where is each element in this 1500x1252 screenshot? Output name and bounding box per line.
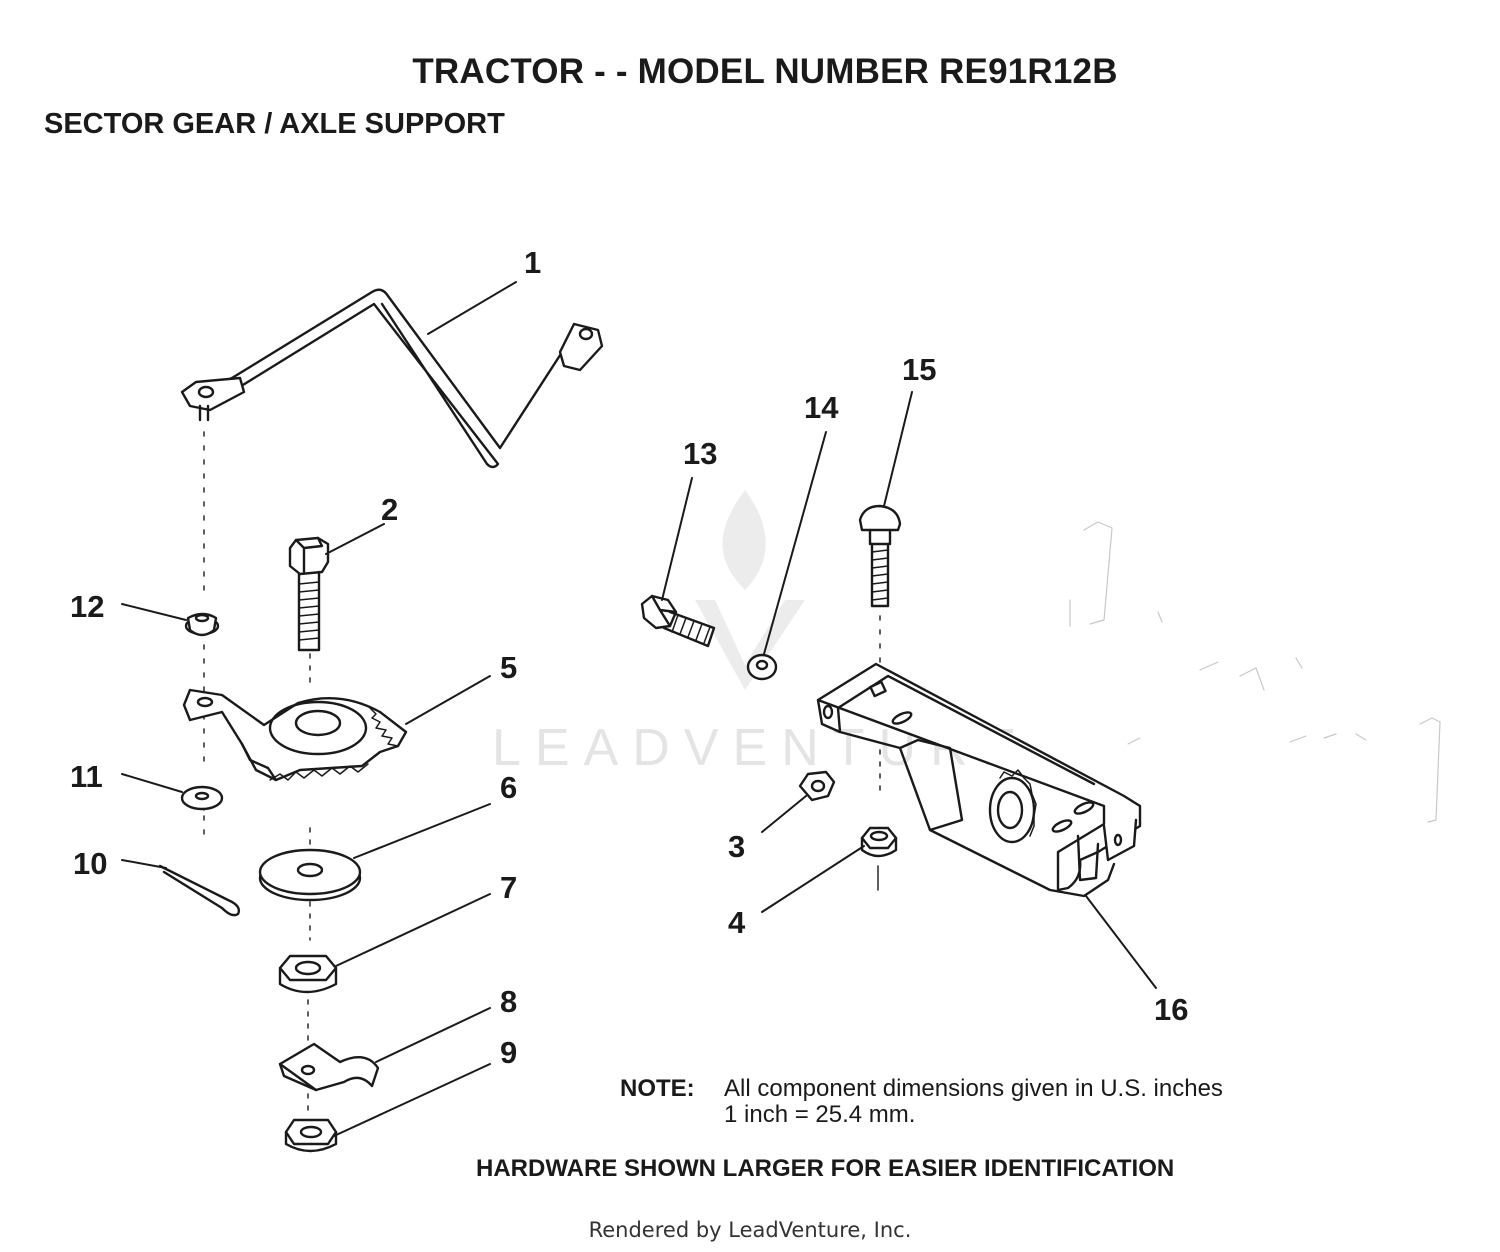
callout-labels: 1 2 3 4 5 6 7 8 9 10 11 12 13 14 15 16 [70, 245, 1188, 1070]
callout-12: 12 [70, 589, 104, 624]
note-body: All component dimensions given in U.S. i… [724, 1076, 1223, 1128]
callout-3: 3 [728, 829, 745, 864]
leader-6 [353, 803, 491, 859]
leader-5 [405, 675, 491, 725]
part-12-flange-nut [184, 612, 220, 771]
callout-1: 1 [524, 245, 541, 280]
leader-16 [1085, 895, 1157, 989]
part-5-sector-gear [182, 688, 408, 811]
hardware-notice: HARDWARE SHOWN LARGER FOR EASIER IDENTIF… [476, 1155, 1175, 1182]
part-16-axle-support [816, 662, 1142, 898]
part-15-carriage-bolt [858, 504, 902, 681]
callout-6: 6 [500, 770, 517, 805]
leader-4 [761, 845, 865, 913]
callout-11: 11 [70, 759, 103, 794]
callout-5: 5 [500, 650, 517, 685]
part-10-cotter-pin [158, 864, 241, 917]
leader-12 [121, 603, 187, 621]
leader-8 [375, 1007, 491, 1063]
watermark: LEADVENTURE [492, 490, 1016, 777]
callout-10: 10 [73, 846, 107, 881]
part-6-thick-washer [258, 827, 362, 941]
section-title: SECTOR GEAR / AXLE SUPPORT [44, 108, 505, 140]
leader-1 [427, 281, 517, 335]
page-title: TRACTOR - - MODEL NUMBER RE91R12B [412, 52, 1118, 91]
callout-14: 14 [804, 390, 839, 425]
watermark-v-icon [695, 600, 805, 690]
callout-8: 8 [500, 984, 517, 1019]
part-3-nut [798, 770, 836, 802]
callout-13: 13 [683, 436, 717, 471]
leader-lines [121, 281, 1157, 1137]
watermark-flame-icon [722, 490, 766, 590]
part-4-lock-nut [860, 826, 898, 891]
part-9-hex-nut [284, 1118, 338, 1153]
leader-3 [761, 795, 807, 833]
callout-16: 16 [1154, 992, 1188, 1027]
note-line-2: 1 inch = 25.4 mm. [724, 1101, 916, 1128]
leader-11 [121, 773, 183, 793]
part-1-drag-link [180, 288, 604, 601]
note-label: NOTE: [620, 1075, 695, 1102]
callout-4: 4 [728, 905, 746, 940]
callout-7: 7 [500, 870, 517, 905]
part-13-bolt [640, 594, 716, 648]
dimension-note: NOTE: All component dimensions given in … [620, 1076, 1223, 1128]
part-14-washer [746, 653, 778, 681]
footer-credit: Rendered by LeadVenture, Inc. [588, 1218, 912, 1242]
leader-14 [763, 431, 827, 655]
callout-2: 2 [381, 492, 398, 527]
callout-9: 9 [500, 1035, 517, 1070]
part-2-bolt [288, 536, 330, 691]
leader-9 [333, 1063, 491, 1137]
callout-15: 15 [902, 352, 936, 387]
leader-15 [883, 391, 913, 507]
leader-13 [661, 477, 693, 601]
part-7-hex-nut [278, 954, 338, 1041]
part-11-washer [180, 785, 224, 841]
leader-10 [121, 859, 167, 869]
part-8-clamp [278, 1042, 380, 1117]
note-line-1: All component dimensions given in U.S. i… [724, 1075, 1223, 1102]
faint-marks [1069, 521, 1441, 823]
leader-2 [325, 523, 385, 555]
leader-7 [335, 893, 491, 967]
